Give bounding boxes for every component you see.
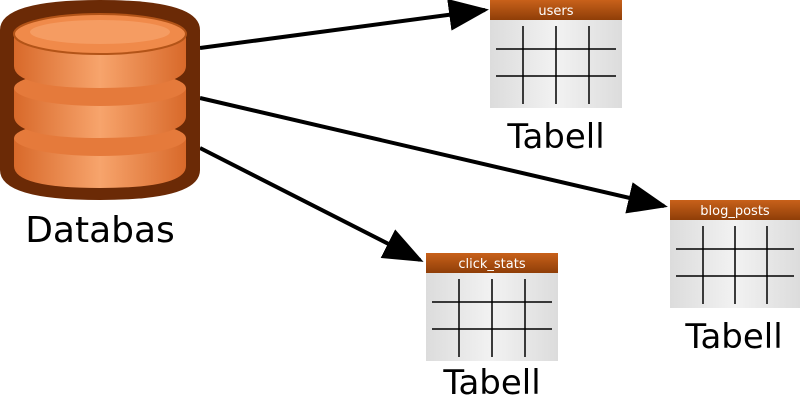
table-icon-click-stats: click_stats [426,253,558,361]
arrow-to-click-stats [199,146,424,262]
table-icon-blog-posts: blog_posts [670,200,800,308]
database-label: Databas [25,210,175,251]
table-name-blog-posts: blog_posts [700,204,770,219]
table-label-blog-posts: Tabell [684,317,782,357]
arrow-to-users [199,0,489,50]
table-icon-users: users [490,0,622,108]
arrow-to-blog-posts [199,96,668,214]
table-label-users: Tabell [506,117,604,157]
table-name-users: users [538,4,573,19]
database-icon [0,0,200,200]
arrows [199,0,668,262]
table-name-click-stats: click_stats [458,257,525,272]
table-label-click-stats: Tabell [442,363,540,401]
